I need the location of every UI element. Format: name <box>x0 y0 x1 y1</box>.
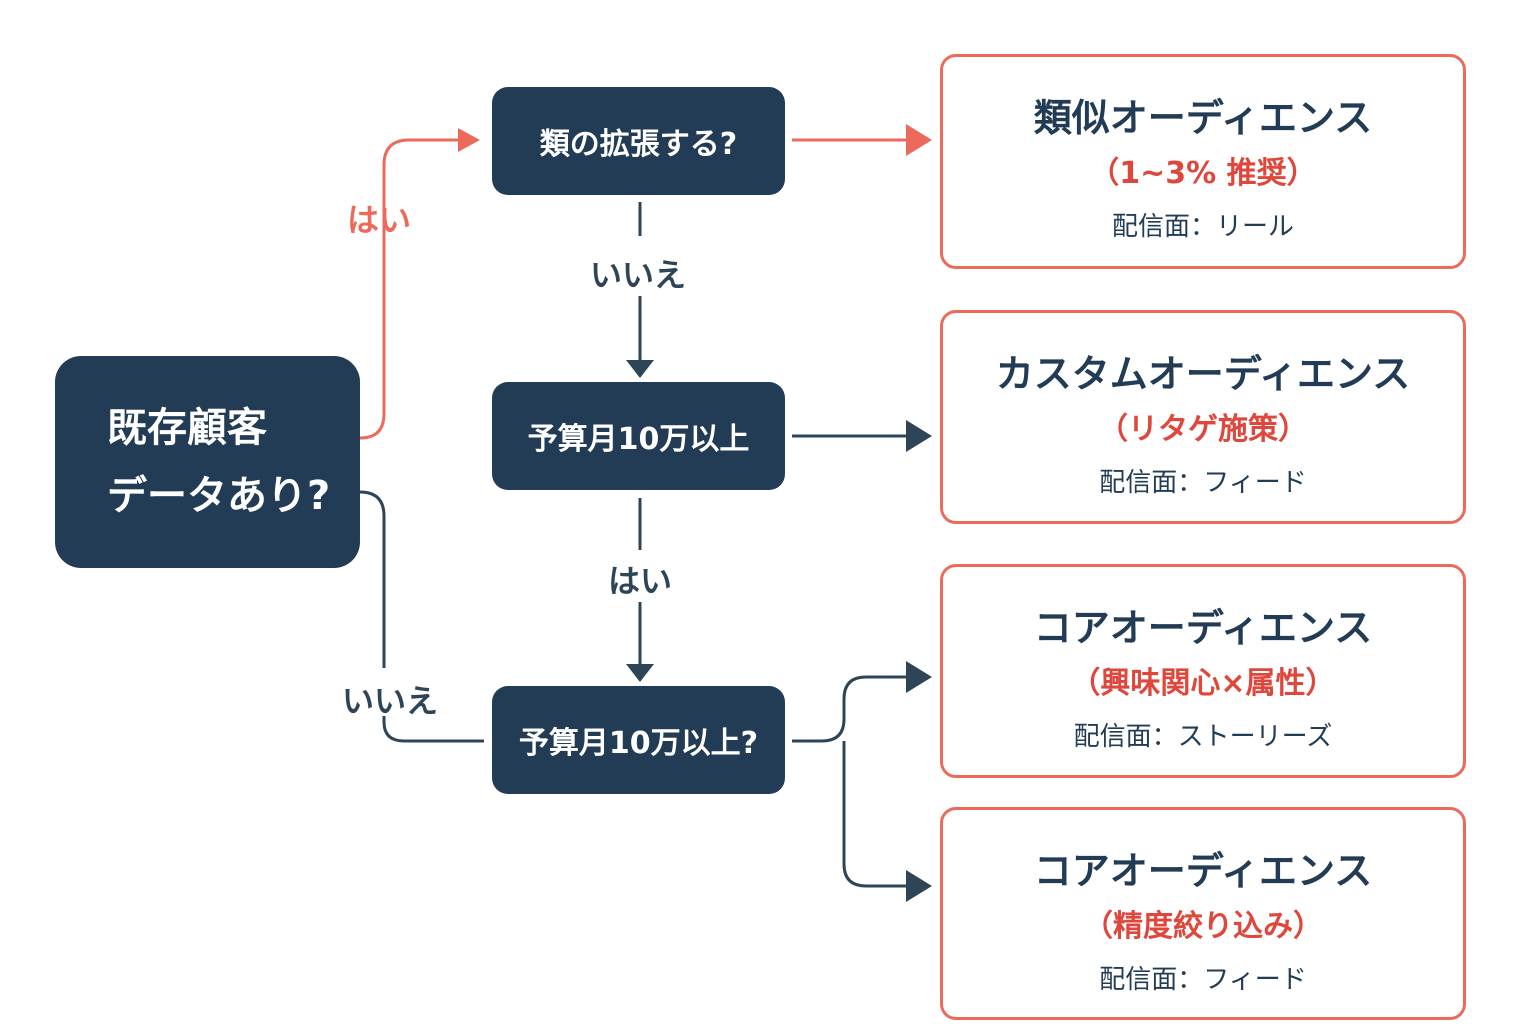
result-1-title: 類似オーディエンス <box>1033 96 1373 140</box>
question-node-3: 予算月10万以上? <box>492 686 785 794</box>
label-q2-yes: はい <box>608 562 673 600</box>
result-3-subtitle: （興味関心×属性） <box>1070 666 1336 701</box>
arrowhead-q2-q3 <box>626 664 654 682</box>
label-start-yes: はい <box>347 201 412 239</box>
arrowhead-q1-q2 <box>626 360 654 378</box>
result-3-placement: 配信面：ストーリーズ <box>1073 722 1333 752</box>
question-node-1-label: 類の拡張する? <box>539 127 738 162</box>
result-2-placement: 配信面：フィード <box>1099 468 1307 498</box>
result-1-subtitle: （1~3% 推奨） <box>1089 156 1317 191</box>
edge-start-yes <box>359 138 470 440</box>
question-node-2: 予算月10万以上 <box>492 382 785 490</box>
start-node-line1: 既存顧客 <box>107 405 267 451</box>
edge-q3-split <box>792 675 906 888</box>
arrowhead-q3-r3 <box>906 661 932 693</box>
result-1-placement: 配信面：リール <box>1111 212 1294 242</box>
arrowhead-q2-r2 <box>906 420 932 452</box>
result-2-title: カスタムオーディエンス <box>995 352 1411 396</box>
result-3-title: コアオーディエンス <box>1033 606 1373 650</box>
label-q1-no: いいえ <box>590 256 687 294</box>
arrowhead-q1-r1 <box>906 124 932 156</box>
start-node-line2: データあり? <box>107 473 331 519</box>
result-box-1: 類似オーディエンス （1~3% 推奨） 配信面：リール <box>940 54 1466 269</box>
result-4-subtitle: （精度絞り込み） <box>1083 909 1323 944</box>
label-start-no: いいえ <box>342 682 439 720</box>
start-node: 既存顧客 データあり? <box>55 356 360 568</box>
result-box-2: カスタムオーディエンス （リタゲ施策） 配信面：フィード <box>940 310 1466 524</box>
arrowhead-start-yes <box>458 128 480 152</box>
result-2-subtitle: （リタゲ施策） <box>1098 412 1308 447</box>
result-box-3: コアオーディエンス （興味関心×属性） 配信面：ストーリーズ <box>940 564 1466 778</box>
question-node-1: 類の拡張する? <box>492 87 785 195</box>
question-node-3-label: 予算月10万以上? <box>518 726 759 761</box>
edge-start-no <box>359 490 484 743</box>
question-node-2-label: 予算月10万以上 <box>527 422 750 457</box>
result-4-placement: 配信面：フィード <box>1099 965 1307 995</box>
arrowhead-q3-r4 <box>906 870 932 902</box>
result-4-title: コアオーディエンス <box>1033 849 1373 893</box>
result-box-4: コアオーディエンス （精度絞り込み） 配信面：フィード <box>940 807 1466 1020</box>
